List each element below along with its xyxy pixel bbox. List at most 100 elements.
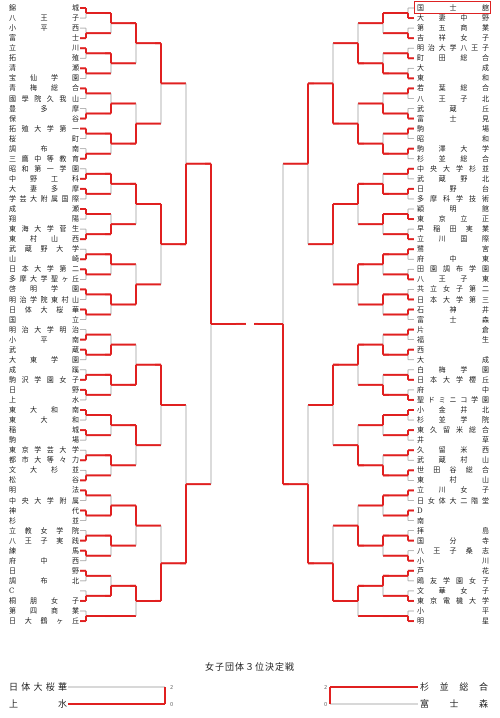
left-team-44: 駒場 xyxy=(9,436,79,445)
left-team-26: 山崎 xyxy=(9,255,79,264)
left-team-27: 日本大学第二 xyxy=(9,265,79,274)
right-team-32: 富士森 xyxy=(417,315,489,324)
right-team-5: 明治大学八王子 xyxy=(417,44,489,53)
right-team-9: 若葉総合 xyxy=(417,84,489,93)
right-team-8: 東和 xyxy=(417,74,489,83)
right-team-14: 昭和 xyxy=(417,134,489,143)
right-team-28: 八王子東 xyxy=(417,275,489,284)
left-team-52: 杉並 xyxy=(9,516,79,525)
third-place-caption: 女子団体３位決定戦 xyxy=(204,663,295,673)
left-team-62: 日大鶴ヶ丘 xyxy=(9,617,79,626)
left-team-17: 昭和第一学園 xyxy=(9,164,79,173)
left-team-42: 東大和 xyxy=(9,416,79,425)
right-team-27: 田園調布学園 xyxy=(417,265,489,274)
right-team-35: 西 xyxy=(417,345,424,354)
right-team-54: 国分寺 xyxy=(417,536,489,545)
left-team-6: 拓殖 xyxy=(9,54,79,63)
right-team-33: 片倉 xyxy=(417,325,489,334)
left-team-22: 翔陽 xyxy=(9,215,79,224)
right-team-2: 大妻中野 xyxy=(417,14,489,23)
third-place-score-1: 0 xyxy=(170,702,173,708)
left-team-53: 立教女学院 xyxy=(9,526,79,535)
left-team-1: 錦城 xyxy=(9,4,79,12)
third-place-team-right-1: 杉並総合 xyxy=(420,683,488,693)
left-team-4: 富士 xyxy=(9,34,79,43)
left-team-46: 都市大等々力 xyxy=(9,456,79,465)
left-team-50: 中央大学附属 xyxy=(9,496,79,505)
right-team-31: 石神井 xyxy=(417,305,489,314)
right-team-36: 大成 xyxy=(417,355,489,364)
left-team-13: 拓殖大学第一 xyxy=(9,124,79,133)
left-team-7: 清瀬 xyxy=(9,64,79,73)
left-team-3: 小平西 xyxy=(9,24,79,33)
left-team-25: 武蔵野大学 xyxy=(9,245,79,254)
left-team-55: 練馬 xyxy=(9,546,79,555)
left-team-37: 成蹊 xyxy=(9,365,79,374)
left-team-51: 神代 xyxy=(9,506,79,515)
left-team-57: 日野 xyxy=(9,566,79,575)
right-team-52: 南 xyxy=(417,516,424,525)
left-team-47: 文大杉並 xyxy=(9,466,79,475)
right-team-30: 日本大学第三 xyxy=(417,295,489,304)
left-team-12: 保谷 xyxy=(9,114,79,123)
third-place-score-3: 0 xyxy=(324,702,327,708)
left-team-29: 啓明学園 xyxy=(9,285,79,294)
right-team-43: 東久留米総合 xyxy=(417,426,489,435)
left-team-41: 東大和南 xyxy=(9,406,79,414)
left-team-54: 八王子実践 xyxy=(9,536,79,545)
left-team-20: 学芸大附属国際 xyxy=(9,195,79,203)
left-team-58: 調布北 xyxy=(9,576,79,585)
left-team-19: 大妻多摩 xyxy=(9,184,79,193)
right-team-22: 東京立正 xyxy=(417,215,489,224)
left-team-30: 明治学院東村山 xyxy=(9,295,79,304)
left-team-43: 稲城 xyxy=(9,426,79,435)
right-team-48: 東村山 xyxy=(417,476,489,485)
champion-highlight-box xyxy=(414,1,491,14)
right-team-40: 聖ドミニコ学園 xyxy=(417,396,489,404)
right-team-34: 福生 xyxy=(417,335,489,344)
right-team-3: 第五商業 xyxy=(417,24,489,33)
right-team-49: 立川女子 xyxy=(417,486,489,495)
right-team-17: 中央大学杉並 xyxy=(417,164,489,173)
right-team-20: 多摩科学技術 xyxy=(417,195,489,203)
left-team-35: 武蔵 xyxy=(9,345,79,354)
third-place-team-left-2: 上水 xyxy=(9,700,67,710)
left-team-34: 小平南 xyxy=(9,335,79,344)
left-team-38: 駒沢学園女子 xyxy=(9,375,79,384)
left-team-18: 中野工科 xyxy=(9,174,79,183)
left-team-23: 東海大学菅生 xyxy=(9,225,79,234)
right-team-58: 鴎友学園女子 xyxy=(417,576,489,585)
right-team-55: 八王子桑志 xyxy=(417,546,489,555)
right-team-21: 穎明館 xyxy=(417,205,489,213)
right-team-6: 町田総合 xyxy=(417,54,489,63)
right-team-26: 府中東 xyxy=(417,255,489,264)
left-team-9: 青梅総合 xyxy=(9,84,79,93)
right-team-39: 府中 xyxy=(417,385,489,394)
right-team-37: 白梅学園 xyxy=(417,365,489,374)
left-team-31: 日体大桜華 xyxy=(9,305,79,314)
left-team-33: 明治大学明治 xyxy=(9,325,79,334)
right-team-41: 小金井北 xyxy=(417,406,489,414)
right-team-56: 小川 xyxy=(417,556,489,565)
right-team-29: 共立女子第二 xyxy=(417,285,489,294)
left-team-45: 東京学芸大学 xyxy=(9,446,79,455)
right-team-13: 駒場 xyxy=(417,124,489,133)
third-place-score-0: 2 xyxy=(170,685,173,691)
right-team-44: 井草 xyxy=(417,436,489,445)
left-team-48: 松谷 xyxy=(9,476,79,485)
right-team-4: 吉祥女子 xyxy=(417,34,489,43)
left-team-5: 立川 xyxy=(9,44,79,53)
right-team-51: D xyxy=(417,506,423,515)
right-team-1: 国士舘 xyxy=(417,4,489,12)
right-team-38: 日本大学櫻丘 xyxy=(417,375,489,384)
left-team-15: 調布南 xyxy=(9,144,79,153)
left-team-8: 宝仙学園 xyxy=(9,74,79,83)
right-team-53: 拝島 xyxy=(417,526,489,535)
left-team-16: 三鷹中等教育 xyxy=(9,154,79,163)
right-team-10: 八王子北 xyxy=(417,94,489,103)
right-team-18: 武蔵野北 xyxy=(417,174,489,183)
left-team-28: 多摩大学聖ヶ丘 xyxy=(9,275,79,284)
left-team-36: 大東学園 xyxy=(9,355,79,364)
left-team-56: 府中西 xyxy=(9,556,79,565)
